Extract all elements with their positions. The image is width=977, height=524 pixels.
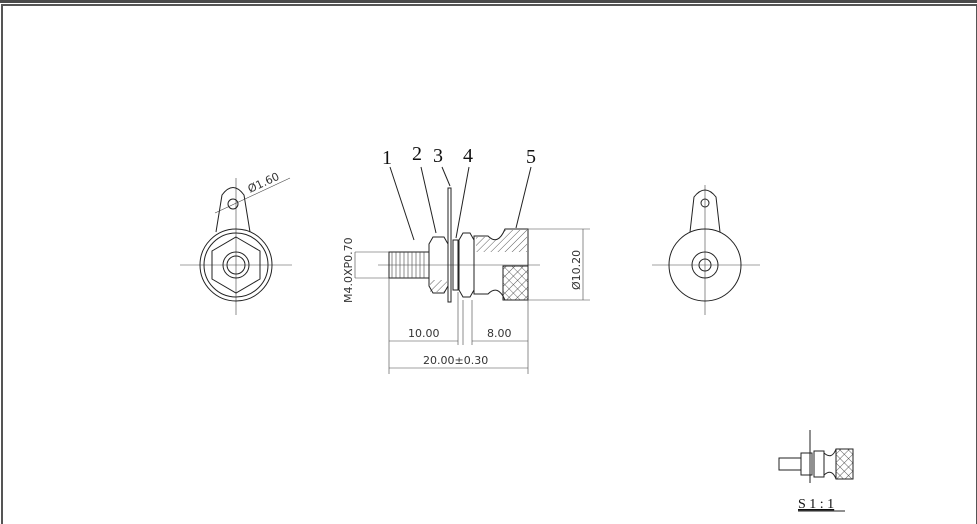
- top-bar: [0, 0, 977, 3]
- part-label-4: 4: [463, 145, 473, 167]
- right-end-view: [652, 185, 760, 315]
- thread-length-label: 10.00: [408, 327, 440, 340]
- thread-spec-label: M4.0XP0.70: [342, 237, 355, 303]
- outer-diameter-label: Ø10.20: [570, 250, 583, 290]
- scale-label: S 1 : 1: [798, 497, 834, 512]
- part-label-2: 2: [412, 143, 422, 165]
- part-label-5: 5: [526, 146, 536, 168]
- total-length-label: 20.00±0.30: [423, 354, 488, 367]
- thumbnail-view: S 1 : 1: [778, 430, 854, 512]
- left-end-view: Ø1.60: [180, 170, 292, 315]
- part-label-1: 1: [382, 147, 392, 169]
- part-label-3: 3: [433, 145, 443, 167]
- knob-length-label: 8.00: [487, 327, 512, 340]
- hole-diameter-label: Ø1.60: [246, 170, 282, 196]
- side-view: 1 2 3 4 5 M4.0XP0.70 Ø10.20 10.00 8.00 2…: [342, 143, 590, 374]
